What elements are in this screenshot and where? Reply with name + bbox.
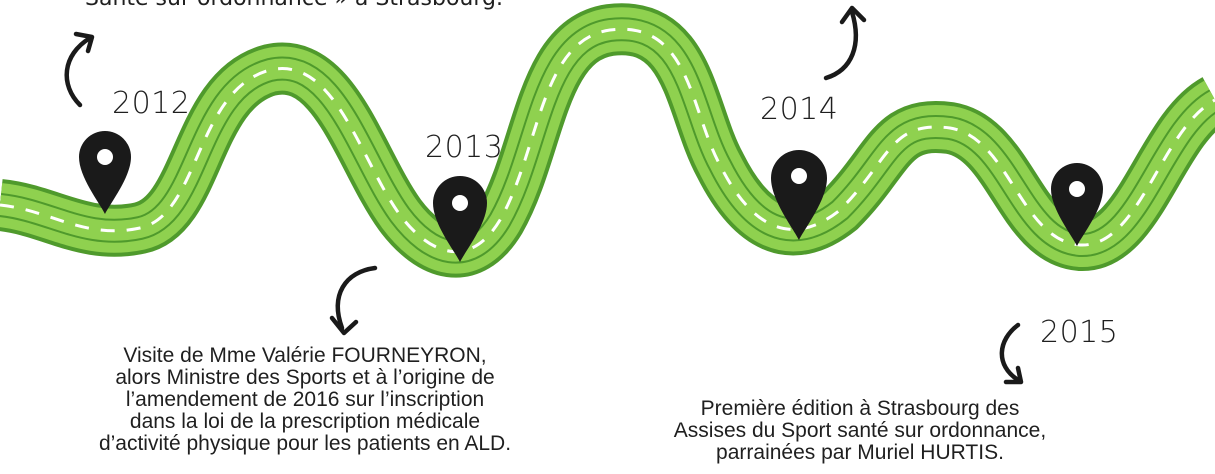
map-pin-icon (1051, 163, 1103, 246)
winding-road (0, 3, 1215, 278)
map-pin-icon (433, 176, 487, 262)
caption-2013-visit: Visite de Mme Valérie FOURNEYRON, alors … (98, 344, 512, 455)
map-pin-icon (771, 150, 827, 240)
year-label-2015: 2015 (1040, 315, 1119, 350)
top-caption: Santé sur ordonnance » à Strasbourg. (85, 0, 503, 11)
map-pin-icon (79, 131, 131, 214)
curved-arrow-icon (64, 31, 95, 108)
caption-2015-first-edition: Première édition à Strasbourg des Assise… (673, 397, 1047, 464)
curved-arrow-icon (999, 322, 1024, 385)
curved-arrow-icon (823, 5, 867, 81)
year-label-2014: 2014 (760, 92, 839, 127)
year-label-2013: 2013 (425, 130, 504, 165)
year-label-2012: 2012 (112, 86, 191, 121)
curved-arrow-icon (329, 265, 378, 336)
